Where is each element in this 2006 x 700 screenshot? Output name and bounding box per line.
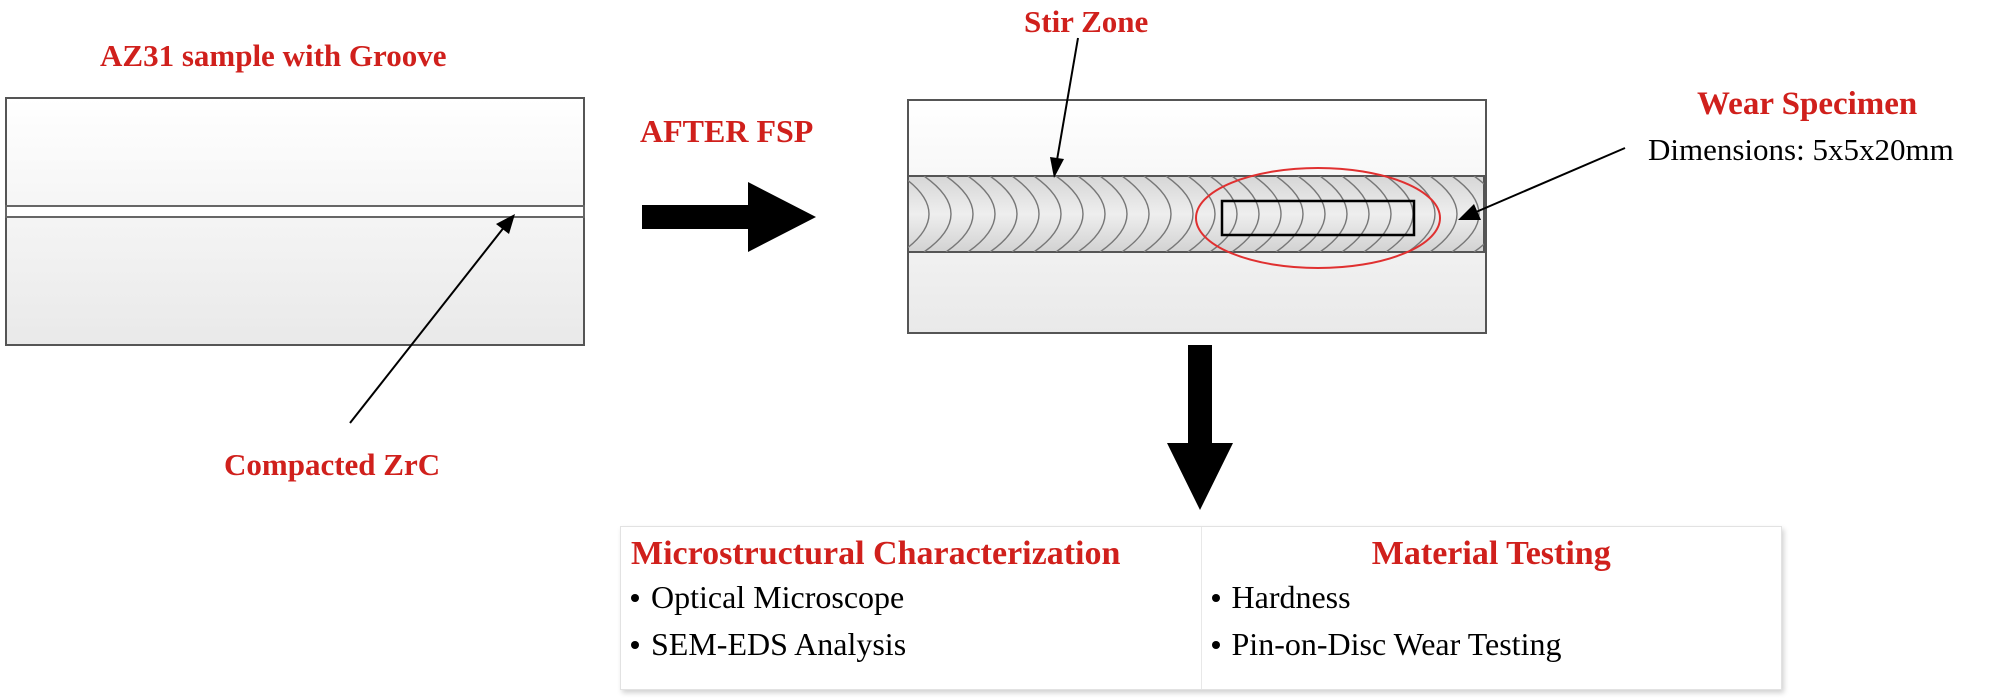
down-arrow	[1167, 345, 1233, 510]
stir-arc	[923, 176, 952, 252]
az31-plate	[5, 97, 585, 346]
stir-zone-arcs	[880, 176, 1484, 252]
stir-arc	[967, 176, 996, 252]
stir-arc	[880, 176, 907, 252]
material-testing-column: Material Testing Hardness Pin-on-Disc We…	[1200, 527, 1782, 689]
groove	[5, 205, 585, 218]
stir-arc	[1055, 176, 1084, 252]
stir-arc	[1165, 176, 1194, 252]
bullet-icon	[1211, 593, 1220, 602]
stir-zone-pointer-line	[1056, 37, 1079, 161]
list-item-label: Pin-on-Disc Wear Testing	[1231, 626, 1562, 662]
list-item-label: Optical Microscope	[651, 579, 905, 615]
bullet-icon	[631, 640, 639, 649]
stir-arc	[1363, 176, 1392, 252]
sample-label: AZ31 sample with Groove	[100, 38, 447, 73]
bullet-icon	[631, 593, 639, 602]
stir-arc	[1033, 176, 1062, 252]
list-item-label: Hardness	[1231, 579, 1351, 615]
stir-arc	[1011, 176, 1040, 252]
stir-arc	[1407, 176, 1436, 252]
fsp-plate	[880, 99, 1487, 334]
stir-arc	[1143, 176, 1172, 252]
list-item: Pin-on-Disc Wear Testing	[1211, 626, 1772, 663]
wear-pointer-head	[1458, 204, 1481, 220]
stir-arc	[1099, 176, 1128, 252]
material-testing-list: Hardness Pin-on-Disc Wear Testing	[1211, 579, 1772, 663]
compacted-pointer-head	[496, 214, 515, 234]
stir-arc	[1231, 176, 1260, 252]
stir-arc	[945, 176, 974, 252]
stir-arc	[1187, 176, 1216, 252]
dimensions-label: Dimensions: 5x5x20mm	[1648, 132, 1954, 167]
list-item-label: SEM-EDS Analysis	[651, 626, 907, 662]
stir-arc	[1297, 176, 1326, 252]
microstructural-list: Optical Microscope SEM-EDS Analysis	[631, 579, 1191, 663]
list-item: Hardness	[1211, 579, 1772, 616]
stir-arc	[1429, 176, 1458, 252]
stir-arc	[1451, 176, 1480, 252]
after-fsp-label: AFTER FSP	[640, 113, 814, 149]
after-fsp-arrow	[642, 182, 816, 252]
stir-arc	[1121, 176, 1150, 252]
wear-specimen-label: Wear Specimen	[1697, 86, 1918, 122]
wear-pointer-line	[1475, 147, 1626, 213]
bullet-icon	[1211, 640, 1220, 649]
compacted-pointer-line	[349, 225, 506, 424]
stir-zone-label: Stir Zone	[1024, 4, 1149, 39]
analysis-table: Microstructural Characterization Optical…	[620, 526, 1782, 690]
microstructural-column: Microstructural Characterization Optical…	[621, 527, 1201, 689]
wear-specimen-ellipse	[1195, 167, 1441, 269]
stir-arc	[1275, 176, 1304, 252]
wear-specimen-rect	[1220, 199, 1416, 237]
list-item: Optical Microscope	[631, 579, 1191, 616]
stir-arc	[1341, 176, 1370, 252]
microstructural-title: Microstructural Characterization	[631, 535, 1121, 572]
stir-arc	[1209, 176, 1238, 252]
stir-arc	[989, 176, 1018, 252]
stir-arc	[1077, 176, 1106, 252]
stir-arc	[1253, 176, 1282, 252]
stir-zone-pointer-head	[1050, 157, 1064, 178]
material-testing-title: Material Testing	[1371, 535, 1611, 572]
stir-arc	[908, 179, 930, 249]
stir-arc	[1319, 176, 1348, 252]
list-item: SEM-EDS Analysis	[631, 626, 1191, 663]
compacted-zrc-label: Compacted ZrC	[224, 447, 441, 482]
